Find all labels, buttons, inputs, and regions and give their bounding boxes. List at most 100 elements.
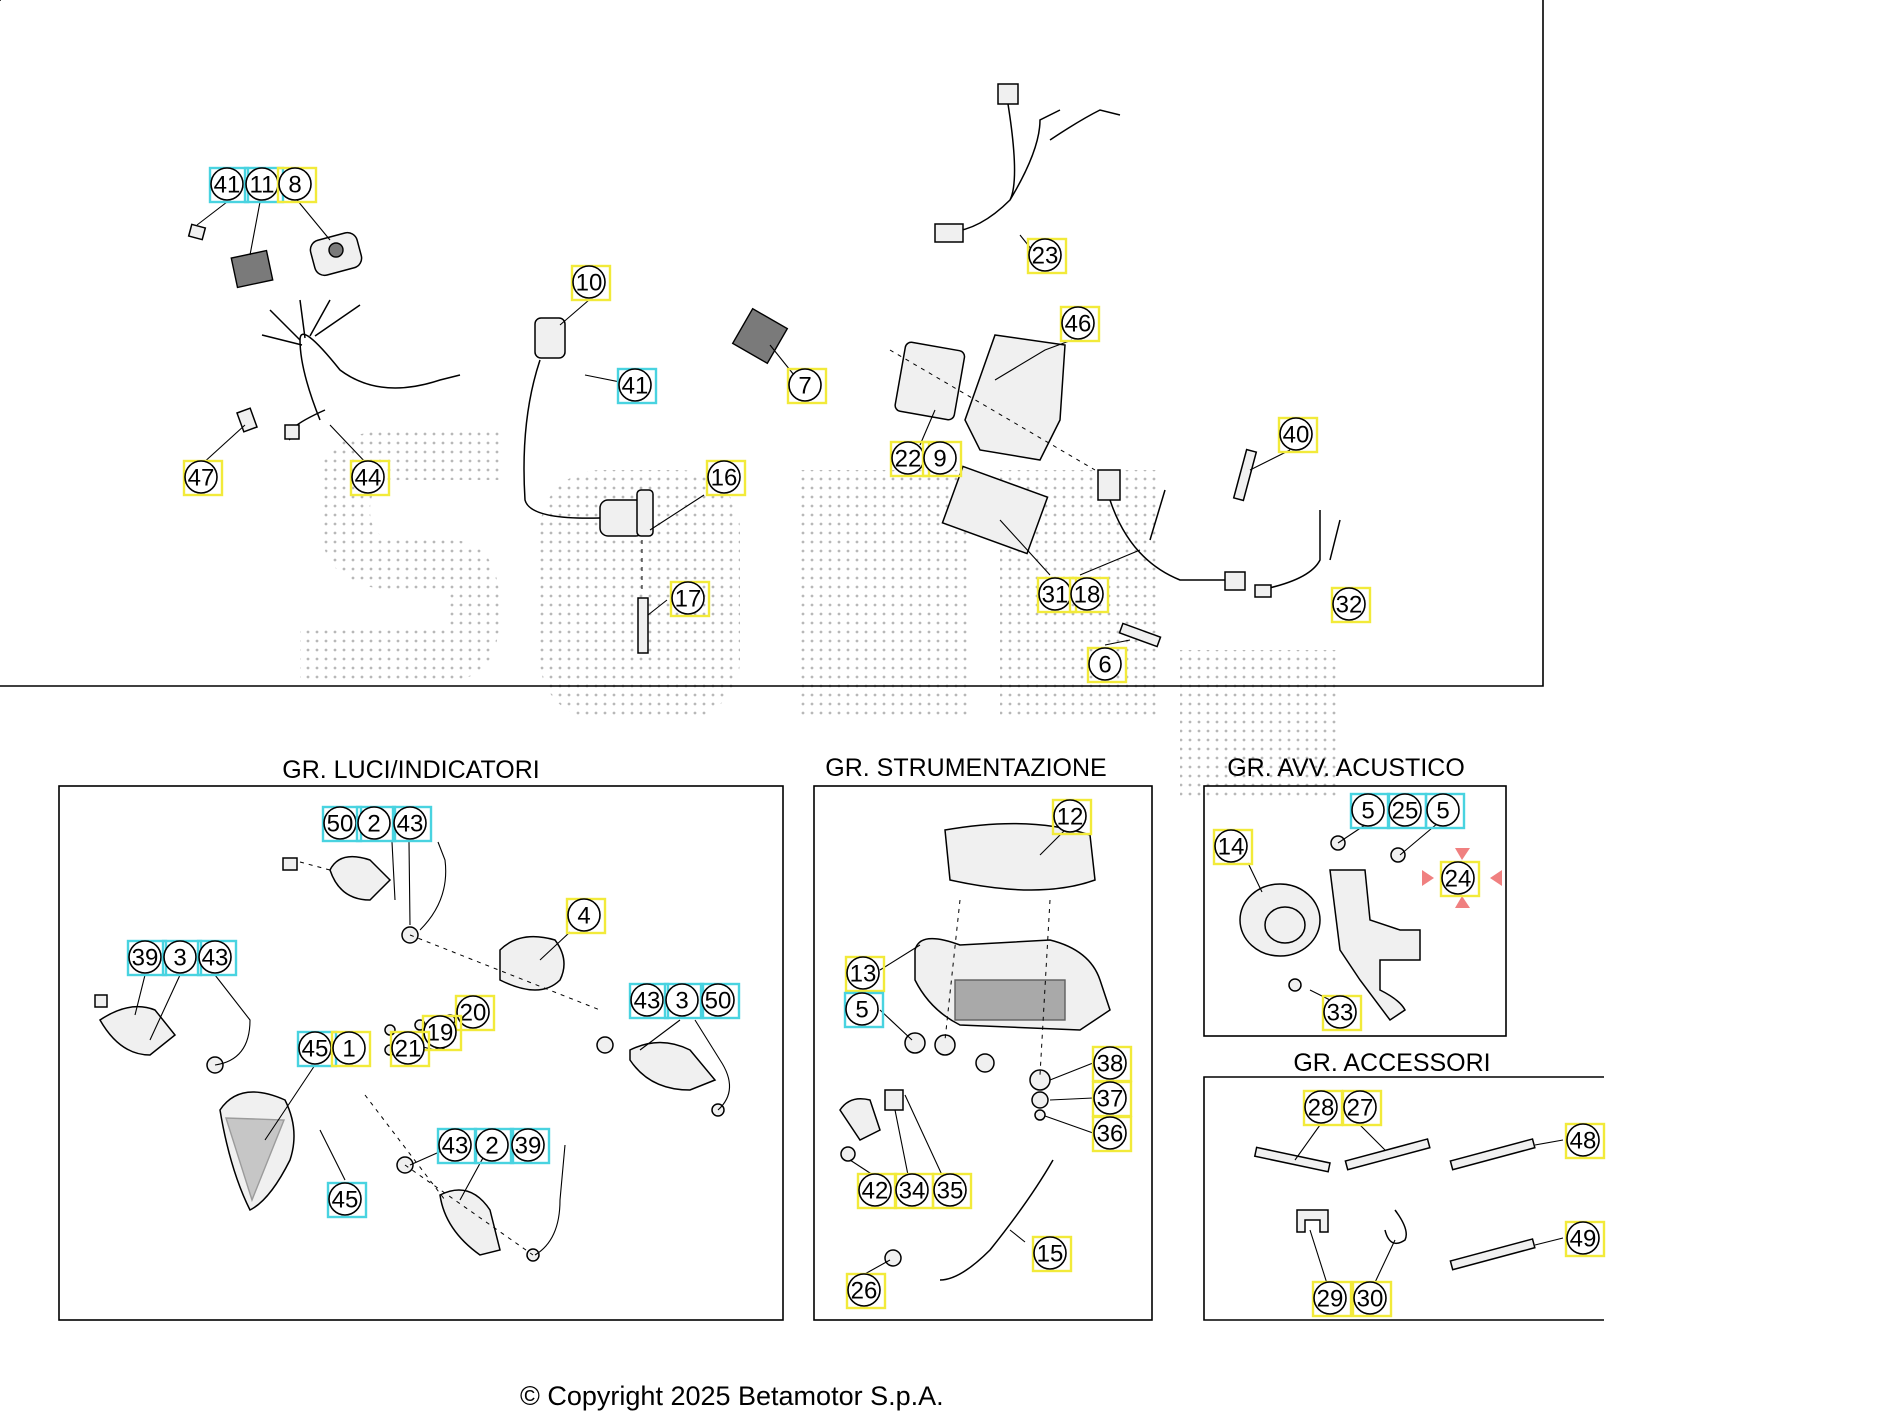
callout-circle [128,940,162,974]
callout-25[interactable]: 25 [1386,792,1428,830]
callout-circle [1093,1081,1127,1115]
callout-39[interactable]: 39 [126,939,168,977]
callout-42[interactable]: 42 [856,1172,898,1210]
dash-wiring-harness [934,83,1121,243]
callout-circle [357,806,391,840]
callout-41[interactable]: 41 [208,166,250,204]
callout-45[interactable]: 45 [296,1030,338,1068]
callout-23[interactable]: 23 [1026,237,1068,275]
callout-36[interactable]: 36 [1091,1115,1133,1153]
callout-18[interactable]: 18 [1068,576,1110,614]
callout-label: 24 [1445,866,1472,893]
callout-40[interactable]: 40 [1277,416,1319,454]
callout-49[interactable]: 49 [1564,1220,1606,1258]
callout-48[interactable]: 48 [1564,1122,1606,1160]
callout-28[interactable]: 28 [1302,1089,1344,1127]
callout-9[interactable]: 9 [921,440,963,478]
callout-31[interactable]: 31 [1036,576,1078,614]
callout-17[interactable]: 17 [669,580,711,618]
callout-5[interactable]: 5 [1349,792,1391,830]
callout-circle [933,1173,967,1207]
callout-label: 2 [367,811,380,838]
callout-30[interactable]: 30 [1351,1280,1393,1318]
callout-43[interactable]: 43 [391,805,433,843]
callout-label: 33 [1327,1000,1354,1027]
callout-43[interactable]: 43 [628,982,670,1020]
callout-2[interactable]: 2 [473,1127,515,1165]
callout-50[interactable]: 50 [699,982,741,1020]
callout-44[interactable]: 44 [349,459,391,497]
callout-1[interactable]: 1 [330,1030,372,1068]
callout-26[interactable]: 26 [845,1272,887,1310]
callout-circle [845,992,879,1026]
callout-3[interactable]: 3 [663,982,705,1020]
callout-circle [456,995,490,1029]
callout-label: 20 [460,1000,487,1027]
callout-3[interactable]: 3 [161,939,203,977]
callout-21[interactable]: 21 [389,1030,431,1068]
callout-39[interactable]: 39 [509,1127,551,1165]
callout-47[interactable]: 47 [182,459,224,497]
callout-label: 41 [622,373,649,400]
callout-label: 25 [1392,798,1419,825]
callout-13[interactable]: 13 [844,955,886,993]
callout-50[interactable]: 50 [321,805,363,843]
callout-12[interactable]: 12 [1051,798,1093,836]
callout-circle [1061,306,1095,340]
callout-4[interactable]: 4 [565,897,607,935]
callout-43[interactable]: 43 [436,1127,478,1165]
callout-15[interactable]: 15 [1031,1235,1073,1273]
callout-34[interactable]: 34 [893,1172,935,1210]
callout-41[interactable]: 41 [616,367,658,405]
callout-2[interactable]: 2 [355,805,397,843]
callout-11[interactable]: 11 [243,166,285,204]
callout-24[interactable]: 24 [1439,860,1481,898]
callout-label: 21 [395,1036,422,1063]
callout-43[interactable]: 43 [196,939,238,977]
callout-35[interactable]: 35 [931,1172,973,1210]
callout-10[interactable]: 10 [570,264,612,302]
callout-46[interactable]: 46 [1059,305,1101,343]
callout-7[interactable]: 7 [786,367,828,405]
callout-label: 11 [250,172,275,199]
callout-5[interactable]: 5 [843,991,885,1029]
callout-38[interactable]: 38 [1091,1045,1133,1083]
group-title-luci: GR. LUCI/INDICATORI [282,756,539,784]
callout-label: 46 [1065,311,1092,338]
callout-circle [788,368,822,402]
callout-label: 18 [1074,582,1101,609]
callout-20[interactable]: 20 [454,994,496,1032]
accessori-parts [1253,1138,1536,1271]
callout-label: 26 [851,1278,878,1305]
callout-5[interactable]: 5 [1424,792,1466,830]
callout-8[interactable]: 8 [276,166,318,204]
regulator-parts [187,223,363,289]
callout-label: 19 [427,1020,454,1047]
callout-14[interactable]: 14 [1212,828,1254,866]
callout-circle [707,460,741,494]
callout-circle [1343,1090,1377,1124]
callout-label: 49 [1570,1226,1597,1253]
callout-32[interactable]: 32 [1330,586,1372,624]
callout-label: 17 [675,586,702,613]
callout-circle [665,983,699,1017]
callout-6[interactable]: 6 [1086,646,1128,684]
callout-16[interactable]: 16 [705,459,747,497]
callout-label: 36 [1097,1121,1124,1148]
callout-19[interactable]: 19 [421,1014,463,1052]
callout-37[interactable]: 37 [1091,1080,1133,1118]
callout-circle [393,806,427,840]
callout-label: 34 [899,1178,926,1205]
callout-29[interactable]: 29 [1311,1280,1353,1318]
callout-27[interactable]: 27 [1341,1089,1383,1127]
callout-label: 38 [1097,1051,1124,1078]
callout-33[interactable]: 33 [1321,994,1363,1032]
callout-circle [567,898,601,932]
callout-label: 40 [1283,422,1310,449]
callout-circle [1093,1116,1127,1150]
callout-circle [1353,1281,1387,1315]
callout-label: 3 [173,945,186,972]
callout-45[interactable]: 45 [326,1181,368,1219]
callout-label: 4 [577,903,590,930]
